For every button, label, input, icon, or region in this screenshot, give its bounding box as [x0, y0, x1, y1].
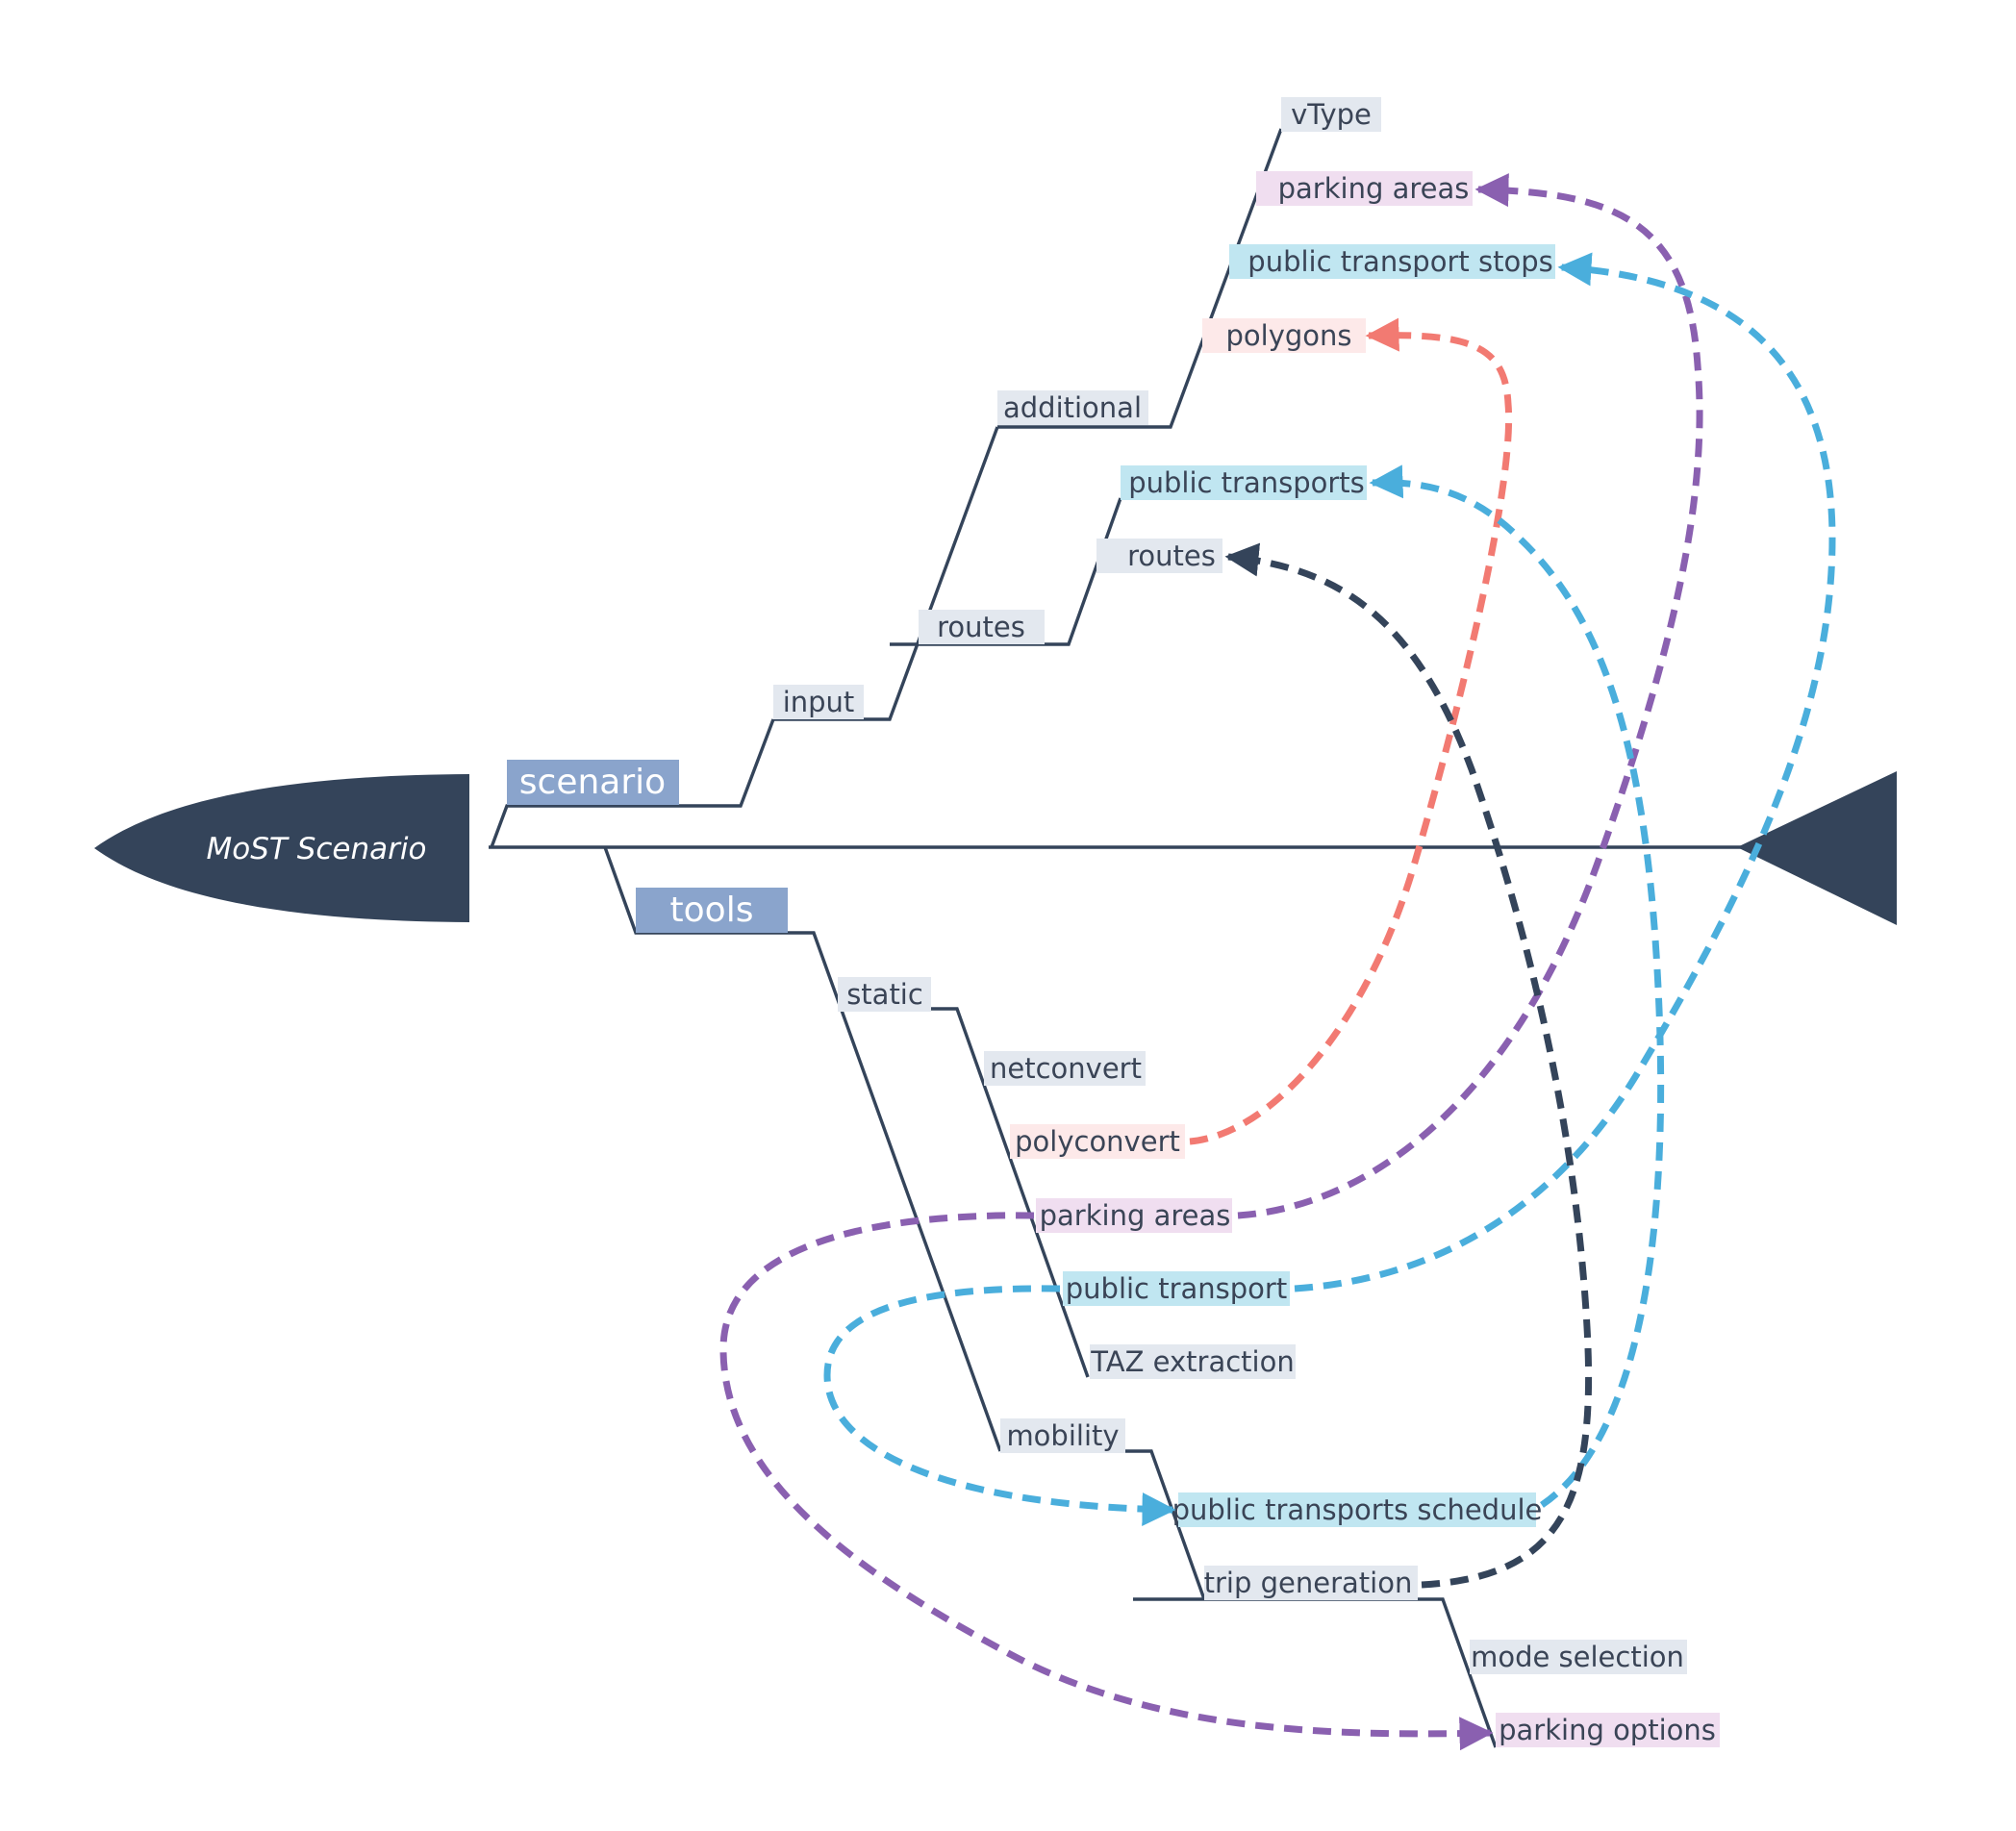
node-parking-areas-top[interactable]: parking areas: [1256, 171, 1473, 206]
node-polygons[interactable]: polygons: [1202, 318, 1366, 353]
bone-tools: [603, 846, 1002, 1452]
node-input-label: input: [783, 686, 855, 718]
branch-scenario[interactable]: scenario: [507, 760, 679, 805]
node-public-transport-label: public transport: [1066, 1272, 1287, 1305]
link-routes: [1224, 542, 1593, 1589]
node-polyconvert[interactable]: polyconvert: [1010, 1124, 1185, 1159]
node-parking-areas-tool-label: parking areas: [1040, 1199, 1231, 1232]
link-public-transports: [1369, 464, 1665, 1508]
bone-scenario: [490, 718, 775, 848]
node-trip-generation[interactable]: trip generation: [1204, 1566, 1418, 1600]
node-public-transports[interactable]: public transports: [1121, 465, 1367, 500]
fish-head: [94, 774, 469, 922]
branch-tools[interactable]: tools: [636, 888, 788, 933]
node-taz-extraction[interactable]: TAZ extraction: [1090, 1344, 1296, 1379]
node-mode-selection-label: mode selection: [1471, 1641, 1684, 1673]
link-parking-options: [719, 1212, 1494, 1751]
node-pt-stops[interactable]: public transport stops: [1229, 244, 1555, 279]
node-mode-selection[interactable]: mode selection: [1470, 1640, 1687, 1674]
node-static[interactable]: static: [838, 977, 931, 1012]
node-additional-label: additional: [1003, 391, 1142, 424]
node-pt-stops-label: public transport stops: [1247, 245, 1552, 278]
branch-scenario-label: scenario: [519, 763, 666, 802]
fish-head-label: MoST Scenario: [207, 832, 427, 866]
node-trip-generation-label: trip generation: [1204, 1567, 1413, 1599]
fish-tail: [1737, 771, 1897, 925]
node-pt-schedule-label: public transports schedule: [1172, 1493, 1543, 1526]
node-input[interactable]: input: [773, 685, 864, 719]
branch-tools-label: tools: [670, 890, 754, 930]
node-parking-options[interactable]: parking options: [1496, 1713, 1720, 1747]
node-mobility[interactable]: mobility: [1000, 1418, 1125, 1453]
node-routes-leaf-label: routes: [1127, 539, 1216, 572]
node-static-label: static: [846, 978, 923, 1011]
bone-trip-generation: [1133, 1597, 1498, 1748]
node-netconvert-label: netconvert: [990, 1052, 1142, 1085]
link-parking-areas-top: [1237, 173, 1703, 1219]
node-vtype[interactable]: vType: [1281, 97, 1381, 132]
bone-input: [773, 426, 999, 721]
node-vtype-label: vType: [1291, 98, 1372, 131]
node-routes-group[interactable]: routes: [919, 610, 1045, 644]
link-pt-schedule: [823, 1285, 1176, 1526]
node-pt-schedule[interactable]: public transports schedule: [1172, 1492, 1543, 1527]
node-public-transport[interactable]: public transport: [1063, 1271, 1290, 1306]
node-public-transports-label: public transports: [1128, 466, 1365, 499]
node-polygons-label: polygons: [1225, 319, 1351, 352]
node-netconvert[interactable]: netconvert: [984, 1051, 1146, 1086]
node-polyconvert-label: polyconvert: [1015, 1125, 1180, 1158]
node-parking-areas-tool[interactable]: parking areas: [1036, 1198, 1232, 1233]
bone-additional: [997, 128, 1283, 429]
node-parking-options-label: parking options: [1499, 1714, 1716, 1746]
node-taz-extraction-label: TAZ extraction: [1090, 1345, 1294, 1378]
node-mobility-label: mobility: [1006, 1419, 1119, 1452]
node-routes-group-label: routes: [937, 611, 1025, 643]
node-additional[interactable]: additional: [997, 390, 1148, 425]
node-parking-areas-top-label: parking areas: [1278, 172, 1470, 205]
node-routes-leaf[interactable]: routes: [1096, 539, 1222, 573]
